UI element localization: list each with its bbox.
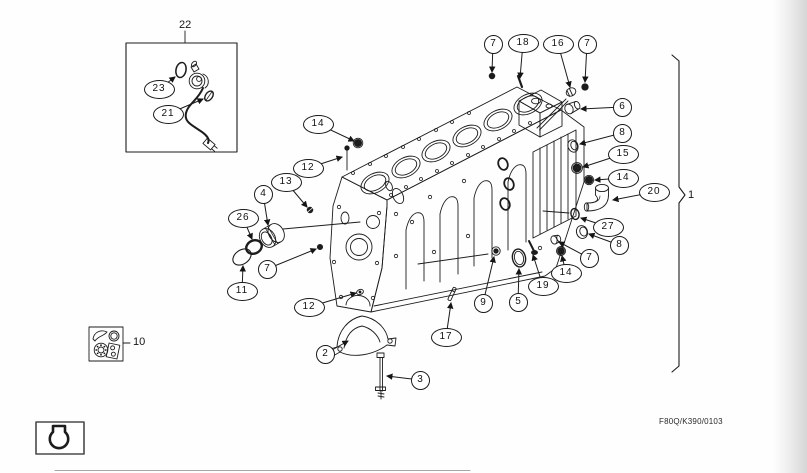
section-icon-box <box>35 421 85 455</box>
callout-9: 9 <box>473 293 493 313</box>
callout-7: 7 <box>483 34 503 54</box>
bearing-cap <box>329 315 397 357</box>
callout-3: 3 <box>410 370 430 390</box>
engine-block-drawing <box>329 86 585 313</box>
figure-code: F80Q/K390/0103 <box>659 417 723 426</box>
callout-2: 2 <box>315 344 335 364</box>
callout-13: 13 <box>270 172 302 192</box>
cylinder-bores <box>360 92 543 195</box>
callout-27: 27 <box>592 217 624 237</box>
elbow-fitting <box>583 183 609 212</box>
callout-12: 12 <box>292 158 324 178</box>
callout-5: 5 <box>508 292 528 312</box>
callout-20: 20 <box>638 182 670 202</box>
callout-21: 21 <box>152 104 184 124</box>
callout-7: 7 <box>577 34 597 54</box>
loose-parts <box>232 72 609 400</box>
callout-6: 6 <box>612 97 632 117</box>
callout-18: 18 <box>507 33 539 53</box>
callout-15: 15 <box>607 144 639 164</box>
gasket-kit-label: 10 <box>133 336 146 348</box>
callout-12: 12 <box>293 297 325 317</box>
callout-14: 14 <box>550 263 582 283</box>
assembly-bracket <box>671 54 686 373</box>
assembly-label: 1 <box>688 189 695 201</box>
callout-7: 7 <box>257 259 277 279</box>
inset-box-label: 22 <box>179 19 192 31</box>
inset-box-sensor <box>125 30 238 153</box>
callout-4: 4 <box>253 184 273 204</box>
gasket-kit-box <box>88 326 131 362</box>
callout-14: 14 <box>302 114 334 134</box>
callout-7: 7 <box>579 248 599 268</box>
callout-17: 17 <box>430 327 462 347</box>
callout-26: 26 <box>227 208 259 228</box>
cylinder-block-section-icon <box>48 424 70 450</box>
camshaft-cap <box>258 223 285 248</box>
callout-8: 8 <box>612 123 632 143</box>
callout-19: 19 <box>527 276 559 296</box>
callout-14: 14 <box>607 168 639 188</box>
callout-16: 16 <box>542 34 574 54</box>
callout-11: 11 <box>226 281 258 301</box>
callout-8: 8 <box>609 235 629 255</box>
cap-bolt <box>375 352 386 400</box>
callout-23: 23 <box>143 79 175 99</box>
